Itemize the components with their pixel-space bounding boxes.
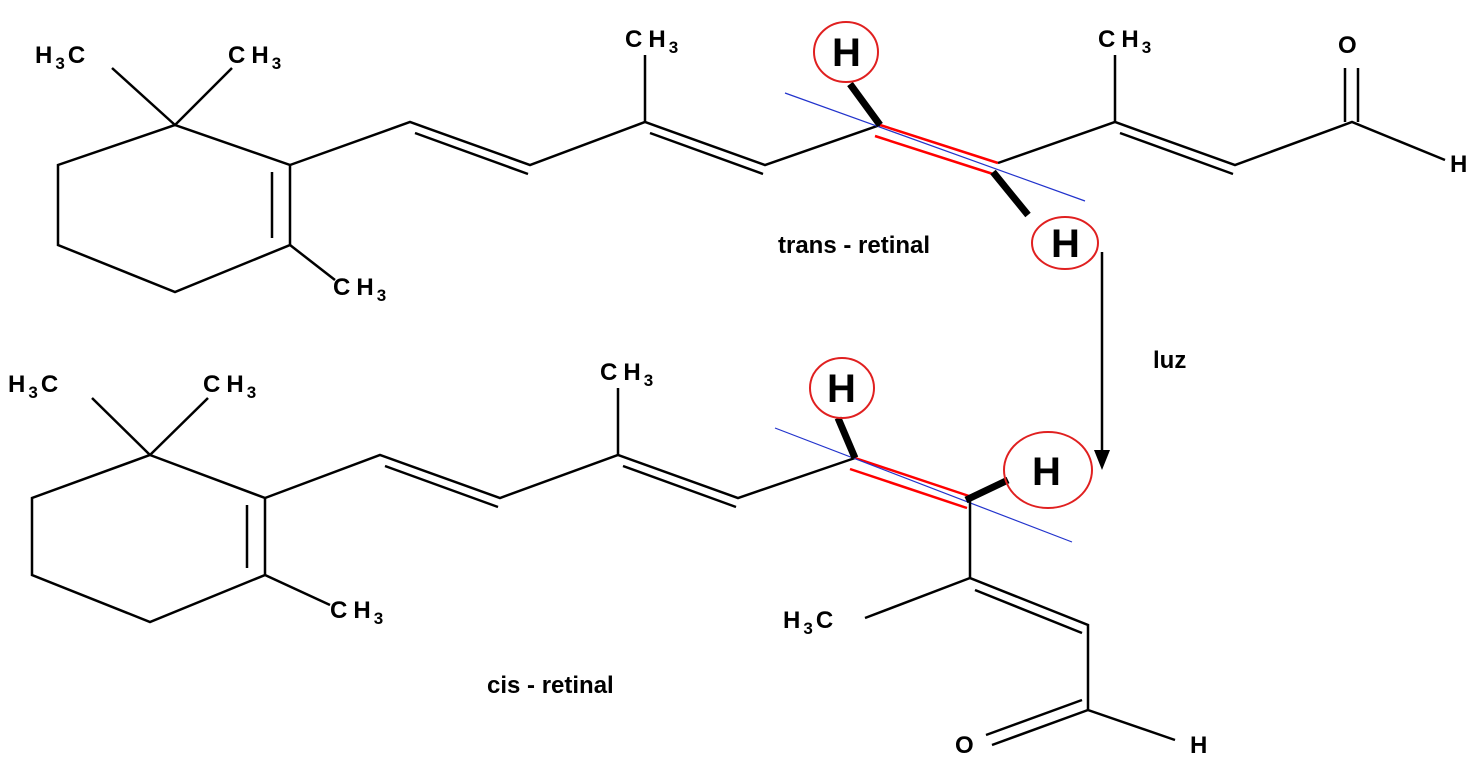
cis-h-right-circle — [1003, 431, 1093, 509]
trans-label-aldehyde-h: H — [1450, 151, 1467, 178]
trans-chain-double-3 — [1119, 131, 1234, 176]
trans-h-bond-top — [847, 81, 883, 128]
cis-label-aldehyde-h: H — [1190, 732, 1207, 757]
cis-red-bond-1 — [854, 456, 973, 499]
trans-h-bond-bottom — [990, 169, 1031, 218]
cis-caption: cis - retinal — [487, 672, 614, 699]
trans-red-bond-1 — [879, 123, 999, 165]
trans-label-oxygen: O — [1338, 32, 1357, 59]
cis-carbonyl-bond-2 — [985, 698, 1083, 737]
cis-gem-methyl-bond-left — [91, 397, 151, 456]
trans-chain-bonds — [289, 120, 881, 167]
cis-red-bond-2 — [849, 467, 968, 510]
cis-chain-bonds — [264, 453, 856, 500]
trans-h-top-label: H — [832, 31, 861, 75]
cis-axis-line — [774, 427, 1073, 543]
cis-h-bond-top — [834, 416, 859, 460]
cis-ring-bonds — [30, 453, 267, 624]
trans-chain-end-bonds — [997, 120, 1446, 167]
cis-carbonyl-bond-1 — [991, 708, 1089, 747]
cis-h-bond-right — [964, 476, 1010, 504]
cis-chain-double-3 — [974, 588, 1083, 635]
cis-chain-double-1 — [384, 464, 499, 509]
trans-h-top-circle — [813, 21, 879, 83]
cis-gem-methyl-bond-right — [149, 397, 209, 456]
trans-gem-methyl-bond-right — [174, 67, 233, 126]
trans-ring-bonds — [56, 123, 292, 294]
light-arrow: luz — [1094, 252, 1186, 470]
trans-red-bond-2 — [874, 134, 994, 176]
cis-h-top-circle — [809, 357, 875, 419]
cis-label-oxygen: O — [955, 732, 974, 757]
cis-chain-end-bonds — [968, 497, 1176, 742]
cis-h-right-label: H — [1032, 450, 1061, 494]
trans-ring-methyl-bond — [289, 244, 336, 281]
trans-h-bottom-label: H — [1051, 222, 1080, 266]
trans-h-bottom-circle — [1031, 216, 1099, 270]
trans-caption: trans - retinal — [778, 232, 930, 259]
cis-h-top-label: H — [827, 367, 856, 411]
trans-chain-double-2 — [649, 131, 764, 176]
light-arrow-head — [1094, 450, 1110, 470]
cis-chain-double-2 — [622, 464, 737, 509]
cis-ring-methyl-bond — [264, 573, 331, 607]
cis-methyl-bond — [864, 576, 971, 620]
trans-axis-line — [784, 92, 1086, 202]
trans-chain-double-1 — [414, 131, 529, 176]
light-label: luz — [1153, 347, 1186, 374]
trans-gem-methyl-bond-left — [111, 67, 176, 126]
